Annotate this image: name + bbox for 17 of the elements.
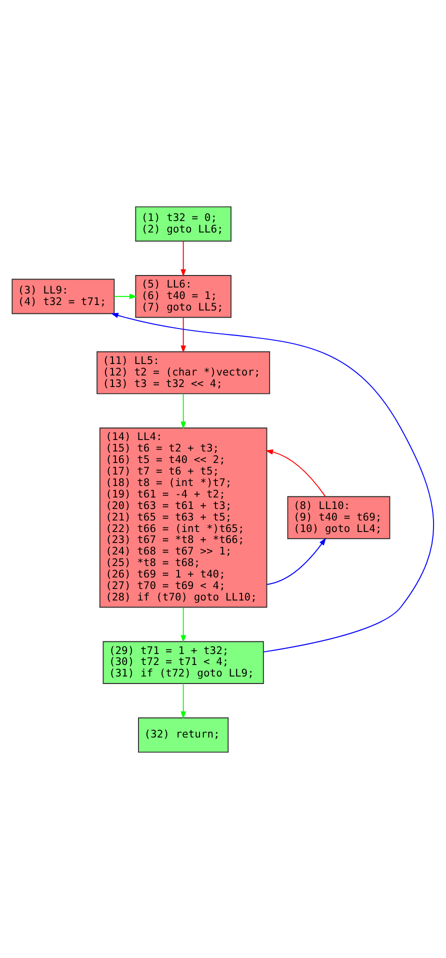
arrow xyxy=(180,240,186,276)
arrow xyxy=(180,606,186,642)
node-box: (1) t32 = 0; (2) goto LL6; xyxy=(135,206,232,242)
node-box: (32) return; xyxy=(138,716,229,752)
node-box: (11) LL5: (12) t2 = (char *)vector; (13) t3 = t32 << 4; xyxy=(96,350,270,394)
arrow xyxy=(180,682,186,719)
arrow xyxy=(266,537,326,584)
node-box: (8) LL10: (9) t40 = t69; (10) goto LL4; xyxy=(287,496,390,539)
arrow xyxy=(114,293,138,299)
node-box: (5) LL6: (6) t40 = 1; (7) goto LL5; xyxy=(135,274,232,318)
arrow xyxy=(180,392,186,429)
arrow xyxy=(110,312,434,652)
node-box: (3) LL9: (4) t32 = t71; xyxy=(12,278,115,314)
node-box: (14) LL4: (15) t6 = t2 + t3; (16) t5 = t40 << 2; (17) t7 = t6 + t5; (18) t8 = (int *)t7; (19) t61 = -4 + t2; (20) t63 = t61 + t3; (21) t65 = t63 + t5; (22) t66 = (int *)t65; (23) t67 = *t8 + *t66; (24) t68 = t67 >> 1; (25) *t8 = t68; (26) t69 = 1 + t40; (27) t70 = t69 < 4; (28) if (t70) goto LL10; xyxy=(99,427,268,608)
arrow xyxy=(265,448,326,496)
node-box: (29) t71 = 1 + t32; (30) t72 = t71 < 4; (31) if (t72) goto LL9; xyxy=(102,640,264,684)
arrow xyxy=(180,316,186,353)
